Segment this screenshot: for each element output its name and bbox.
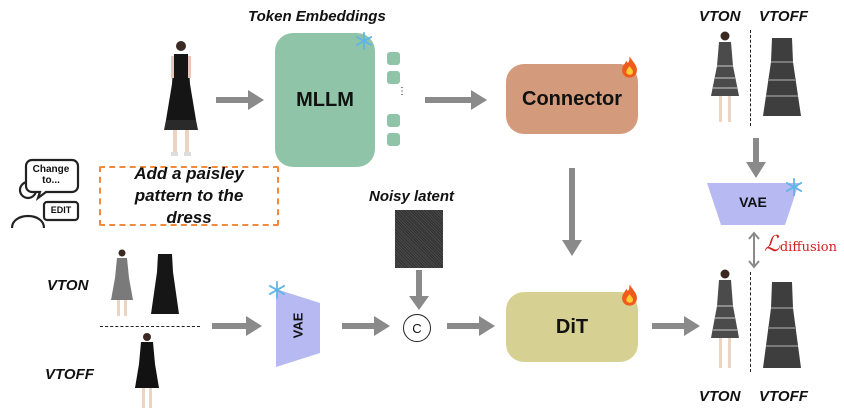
- snowflake-icon: [785, 178, 803, 196]
- connector-box: Connector: [506, 64, 638, 134]
- vae-top-shape: [707, 183, 799, 225]
- vtoff-target-dress: [763, 38, 801, 116]
- bottom-divider: [750, 272, 751, 372]
- arrow-noise-to-concat: [409, 270, 429, 310]
- instruction-text: Add a paisley pattern to the dress: [134, 164, 244, 227]
- arrow-connector-to-dit: [562, 168, 582, 256]
- vton-label-top: VTON: [699, 8, 741, 25]
- vtoff-label-left: VTOFF: [45, 366, 94, 383]
- noisy-latent-label: Noisy latent: [369, 188, 455, 205]
- arrow-image-to-mllm: [216, 90, 264, 110]
- vton-output-model: [711, 269, 739, 368]
- fire-icon: [622, 284, 637, 306]
- concat-label: C: [412, 320, 422, 336]
- fire-icon: [622, 56, 637, 78]
- vae-encoder-shape: [276, 289, 320, 367]
- bubble-text: Change to...: [32, 164, 70, 186]
- token-square: [387, 133, 400, 146]
- user-icon: [10, 158, 80, 229]
- top-divider: [750, 30, 751, 126]
- vae-top-label: VAE: [739, 194, 767, 210]
- input-dress-photo: [164, 41, 198, 156]
- arrow-inputs-to-vae: [212, 316, 262, 336]
- dit-box: DiT: [506, 292, 638, 362]
- vton-input-gray-dress: [111, 249, 133, 316]
- mllm-box: MLLM: [275, 33, 375, 167]
- vtoff-output-dress: [763, 282, 801, 368]
- token-square: [387, 114, 400, 127]
- noisy-latent-image: [395, 210, 443, 268]
- dit-label: DiT: [555, 315, 589, 338]
- vton-label-bottom: VTON: [699, 388, 741, 405]
- token-square: [387, 52, 400, 65]
- vae-mid-label: VAE: [290, 312, 306, 339]
- vton-target-model: [711, 31, 739, 122]
- instruction-box: Add a paisley pattern to the dress: [99, 164, 279, 227]
- bubble-edit-label: EDIT: [50, 205, 72, 215]
- vtoff-input-model: [135, 333, 159, 408]
- loss-subscript: diffusion: [779, 240, 837, 255]
- vtoff-label-bottom: VTOFF: [759, 388, 808, 405]
- vton-label-left: VTON: [47, 277, 89, 294]
- arrow-mllm-to-connector: [425, 90, 487, 110]
- vton-input-black-dress: [151, 254, 179, 314]
- concat-operator: C: [403, 314, 431, 342]
- snowflake-icon: [268, 281, 286, 299]
- snowflake-icon: [355, 32, 373, 50]
- arrow-vae-to-concat: [342, 316, 390, 336]
- mllm-label: MLLM: [296, 88, 354, 111]
- vtoff-label-top: VTOFF: [759, 8, 808, 25]
- connector-label: Connector: [522, 87, 622, 110]
- loss-symbol: ℒ: [764, 232, 780, 257]
- token-square: [387, 71, 400, 84]
- arrow-dit-to-output: [652, 316, 700, 336]
- token-embeddings-label: Token Embeddings: [248, 8, 386, 25]
- vton-vtoff-divider: [100, 326, 200, 327]
- loss-label: ℒdiffusion: [764, 232, 837, 257]
- token-ellipsis: ⋮: [397, 86, 407, 97]
- arrow-targets-to-vae: [746, 138, 766, 178]
- arrow-concat-to-dit: [447, 316, 495, 336]
- loss-double-arrow: [748, 231, 760, 269]
